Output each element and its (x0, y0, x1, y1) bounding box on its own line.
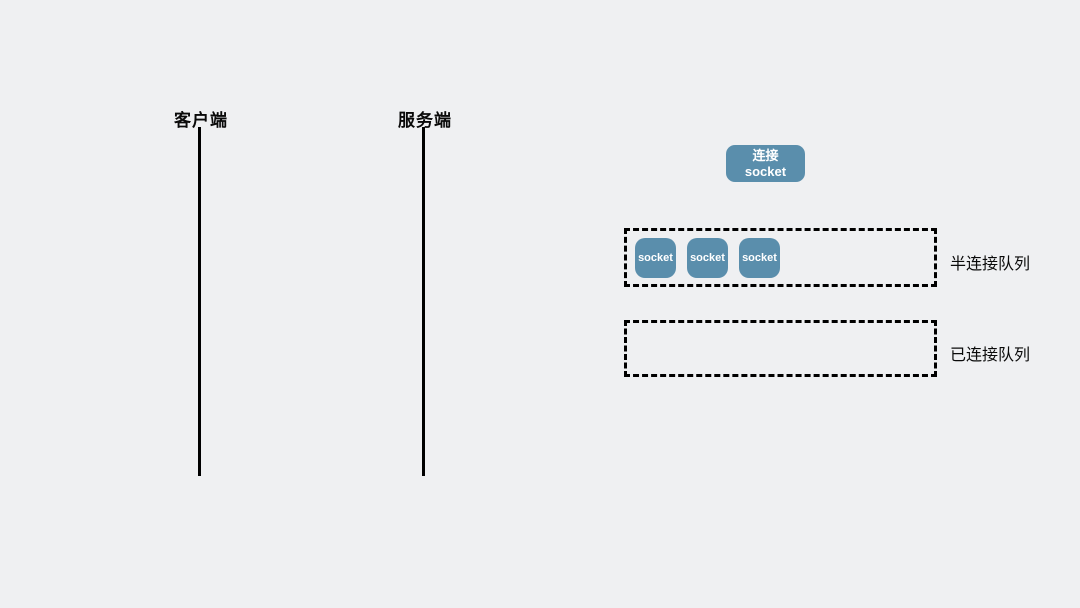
socket-chip: socket (635, 237, 676, 278)
accept-queue-label: 已连接队列 (950, 347, 1031, 364)
connect-socket-title: 连接 (752, 147, 779, 163)
connect-socket-box: 连接 socket (726, 145, 805, 182)
client-label: 客户端 (174, 111, 228, 130)
syn-queue-label: 半连接队列 (950, 256, 1031, 273)
syn-queue-box: socket socket socket (624, 228, 937, 287)
accept-queue-box (624, 320, 937, 377)
server-lifeline (422, 127, 425, 476)
connect-socket-subtitle: socket (744, 163, 787, 179)
socket-chip: socket (739, 237, 780, 278)
server-label: 服务端 (398, 111, 452, 130)
socket-chip: socket (687, 237, 728, 278)
client-lifeline (198, 127, 201, 476)
